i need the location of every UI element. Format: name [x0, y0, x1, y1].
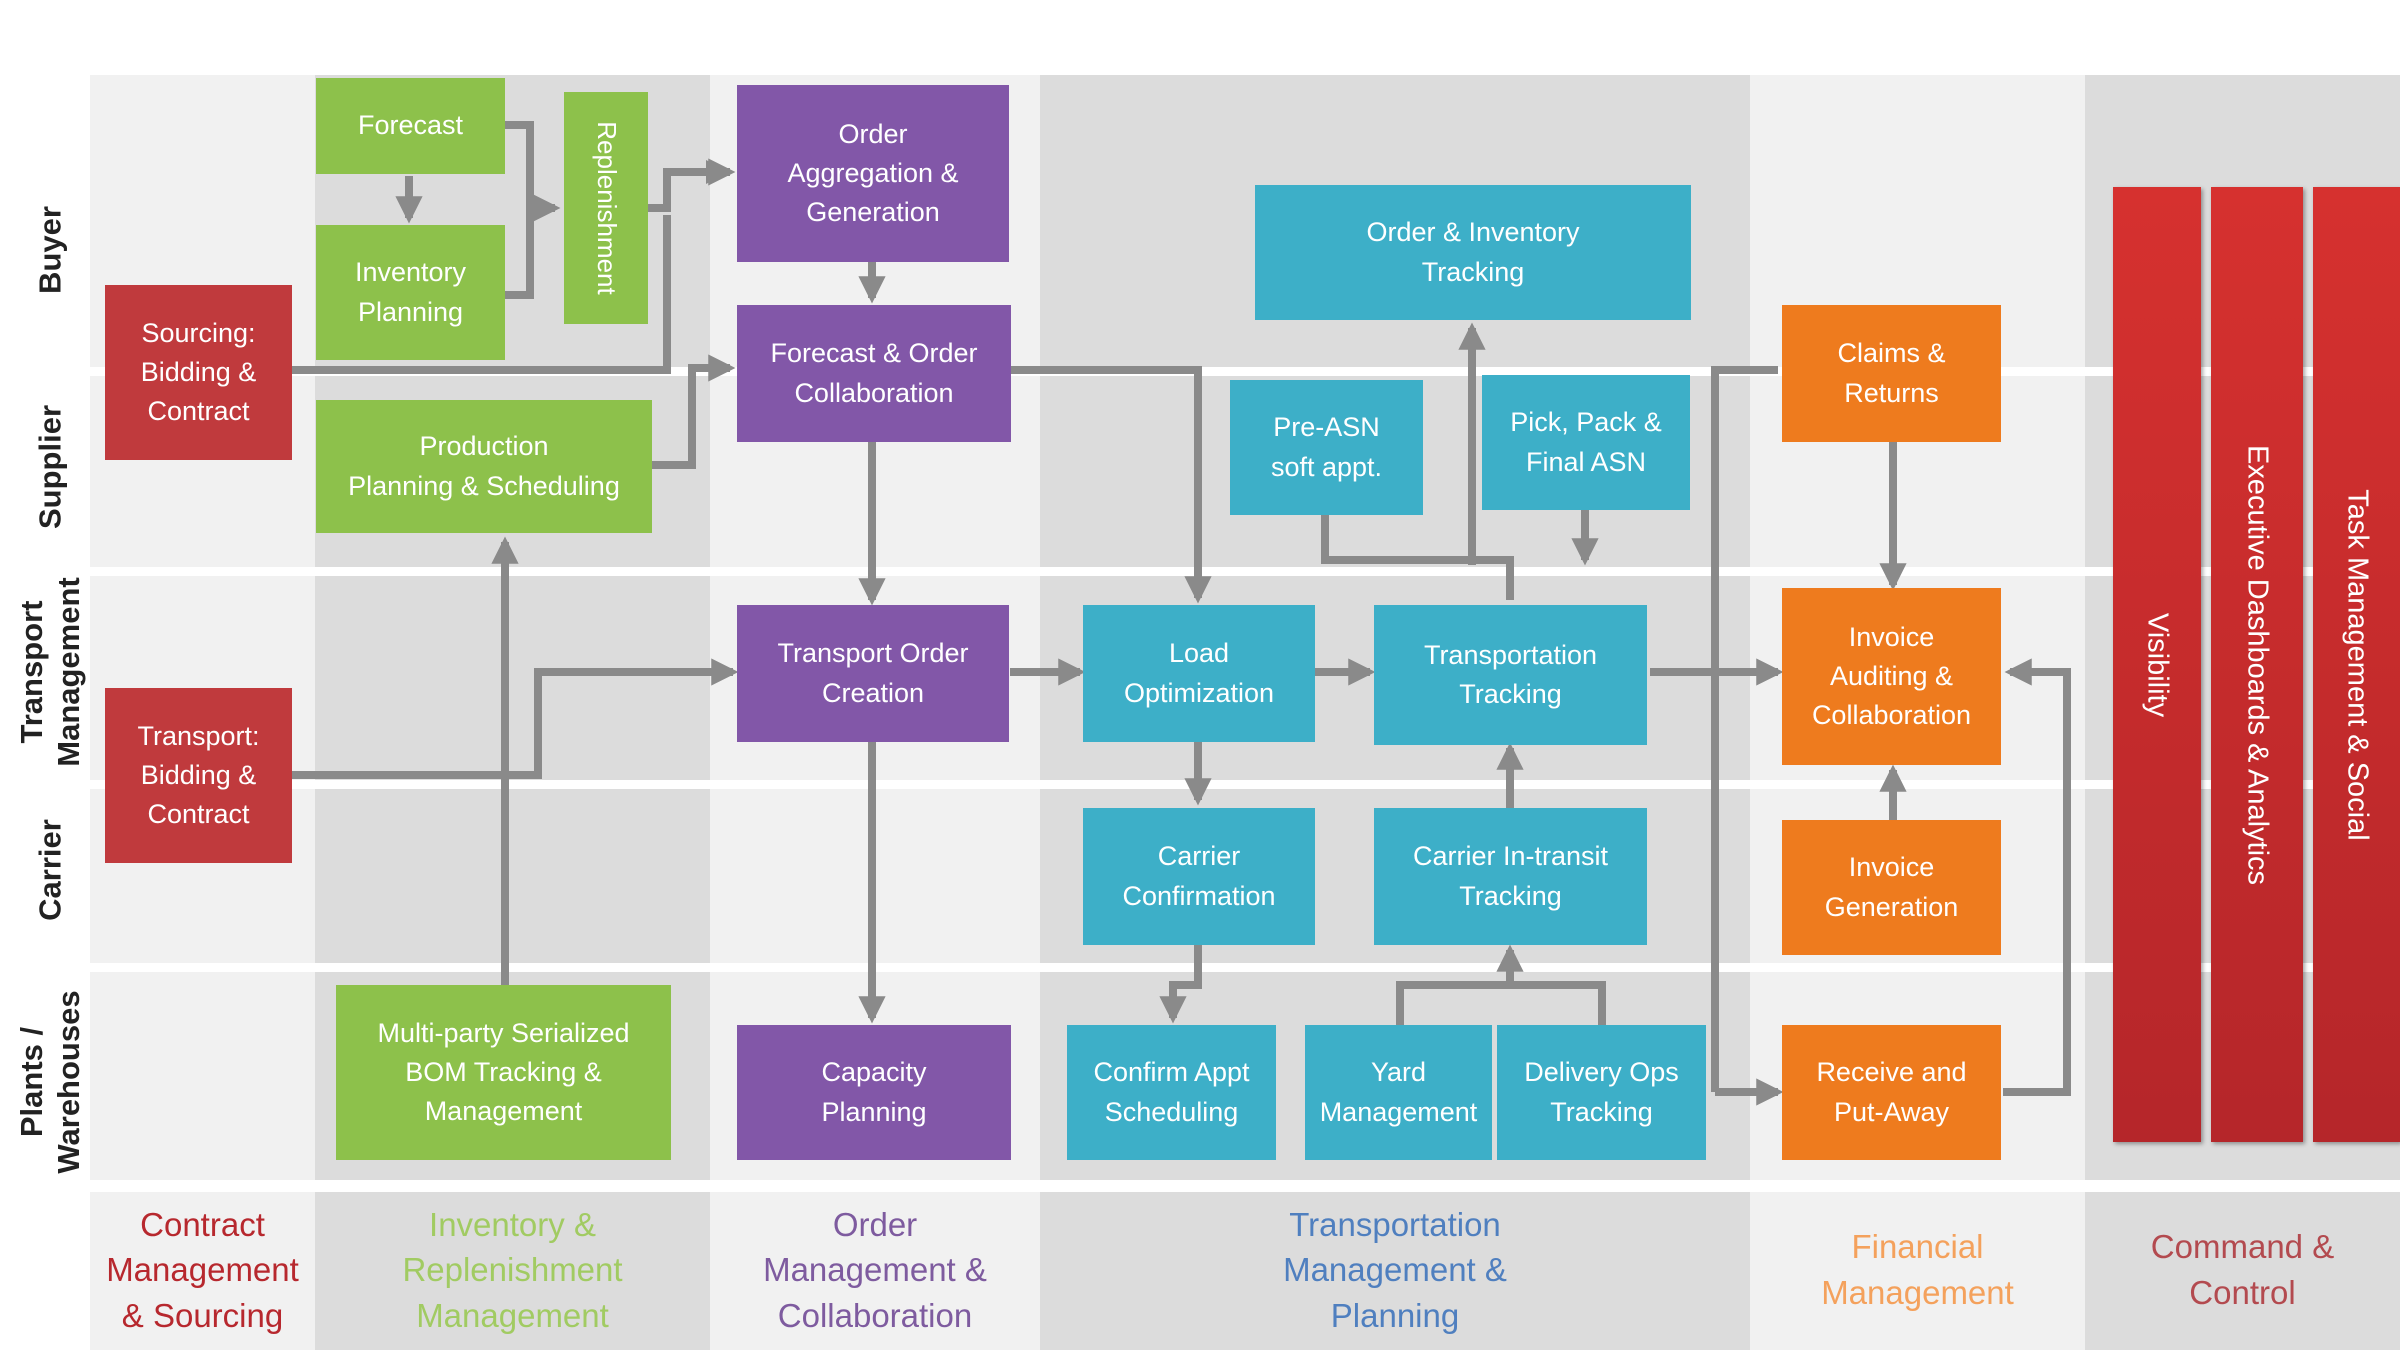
bar-executive-dashboards[interactable]: Executive Dashboards & Analytics [2211, 187, 2303, 1142]
box-transport-bidding[interactable]: Transport: Bidding & Contract [105, 688, 292, 863]
caption-contract-management: Contract Management & Sourcing [106, 1205, 299, 1334]
lane-separator [90, 1180, 2400, 1192]
arrowhead-sourcing-to-order [706, 160, 730, 184]
box-production-planning[interactable]: Production Planning & Scheduling [316, 400, 652, 533]
box-load-optimization[interactable]: Load Optimization [1083, 605, 1315, 742]
lane-separator [90, 963, 2400, 972]
arrow-sourcing-to-order [292, 215, 671, 374]
box-claims-returns[interactable]: Claims & Returns [1782, 305, 2001, 442]
box-delivery-ops[interactable]: Delivery Ops Tracking [1497, 1025, 1706, 1160]
caption-command-control: Command & Control [2150, 1228, 2335, 1311]
arrow-receive-to-audit [2003, 658, 2071, 1096]
box-invoice-generation[interactable]: Invoice Generation [1782, 820, 2001, 955]
box-transportation-tracking[interactable]: Transportation Tracking [1374, 605, 1647, 745]
box-inventory-planning[interactable]: Inventory Planning [316, 225, 505, 360]
box-pre-asn[interactable]: Pre-ASN soft appt. [1230, 380, 1423, 515]
lane-separator [90, 367, 2400, 376]
box-order-inventory-tracking[interactable]: Order & Inventory Tracking [1255, 185, 1691, 320]
box-capacity-planning[interactable]: Capacity Planning [737, 1025, 1011, 1160]
caption-transportation-management: Transportation Management & Planning [1283, 1205, 1507, 1334]
box-carrier-confirmation[interactable]: Carrier Confirmation [1083, 808, 1315, 945]
box-receive-putaway[interactable]: Receive and Put-Away [1782, 1025, 2001, 1160]
box-replenishment[interactable]: Replenishment [564, 92, 648, 324]
arrow-production-to-forecast [652, 354, 736, 469]
bar-visibility-label: Visibility [2141, 612, 2174, 717]
arrow-replenishment-to-order [648, 158, 736, 212]
box-sourcing-bidding[interactable]: Sourcing: Bidding & Contract [105, 285, 292, 460]
box-forecast-order-collab[interactable]: Forecast & Order Collaboration [737, 305, 1011, 442]
replenishment-label: Replenishment [591, 121, 622, 295]
arrow-transport-bidding-to-order [292, 658, 739, 779]
box-yard-management[interactable]: Yard Management [1305, 1025, 1492, 1160]
arrow-asn-to-tracking [1321, 510, 1585, 600]
box-confirm-appt[interactable]: Confirm Appt Scheduling [1067, 1025, 1276, 1160]
caption-financial-management: Financial Management [1821, 1228, 2014, 1311]
connector-forecast-bracket [505, 121, 534, 299]
lane-separator [90, 567, 2400, 576]
box-carrier-intransit[interactable]: Carrier In-transit Tracking [1374, 808, 1647, 945]
box-order-aggregation[interactable]: Order Aggregation & Generation [737, 85, 1009, 262]
arrow-collab-to-load [1010, 366, 1212, 604]
arrow-yard-delivery-to-intransit [1396, 950, 1606, 1025]
caption-inventory-replenishment: Inventory & Replenishment Management [402, 1205, 623, 1334]
bar-visibility[interactable]: Visibility [2113, 187, 2201, 1142]
bar-task-management[interactable]: Task Management & Social [2313, 187, 2400, 1142]
arrow-split-to-claims-receive [1711, 366, 1778, 1092]
box-forecast[interactable]: Forecast [316, 78, 505, 174]
lane-separator [90, 780, 2400, 789]
box-transport-order-creation[interactable]: Transport Order Creation [737, 605, 1009, 742]
bar-executive-dashboards-label: Executive Dashboards & Analytics [2241, 444, 2274, 885]
arrow-carrier-confirm-to-appt [1159, 945, 1202, 1024]
caption-order-management: Order Management & Collaboration [763, 1205, 987, 1334]
bar-task-management-label: Task Management & Social [2341, 488, 2373, 841]
box-bom-tracking[interactable]: Multi-party Serialized BOM Tracking & Ma… [336, 985, 671, 1160]
box-invoice-auditing[interactable]: Invoice Auditing & Collaboration [1782, 588, 2001, 765]
box-pick-pack-asn[interactable]: Pick, Pack & Final ASN [1482, 375, 1690, 510]
